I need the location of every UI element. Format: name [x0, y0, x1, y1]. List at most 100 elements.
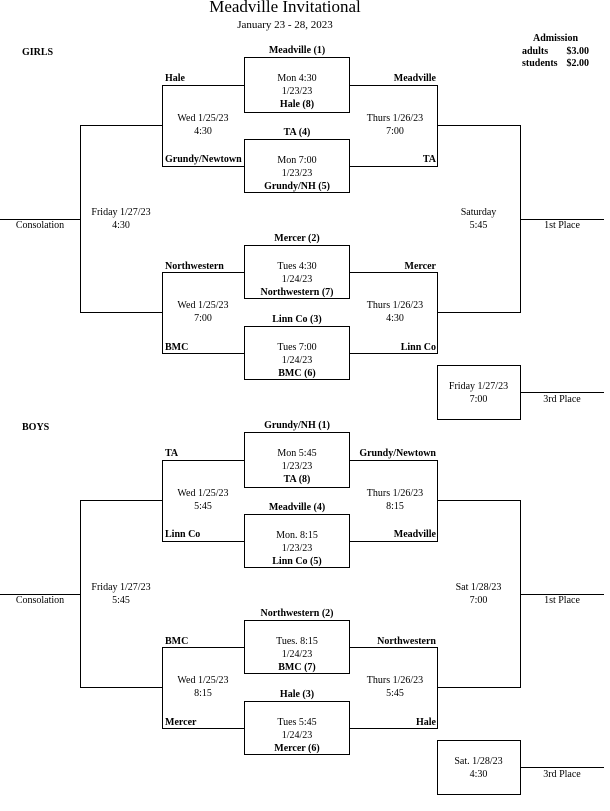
admission-row-students: students $2.00 — [522, 58, 589, 71]
seeded-team: BMC (7) — [278, 662, 316, 673]
advancing-team: Hale — [416, 717, 436, 728]
semi-time: 4:30 — [194, 126, 212, 137]
consolation-time: 5:45 — [112, 595, 130, 606]
game-box — [244, 701, 350, 755]
third-place-time: 7:00 — [469, 394, 488, 405]
consolation-label: Consolation — [15, 595, 65, 606]
semi-time: 5:45 — [386, 688, 404, 699]
game-box — [244, 620, 350, 674]
game-box — [244, 139, 350, 193]
seeded-team: Mercer (2) — [274, 233, 320, 244]
seeded-team: BMC (6) — [278, 368, 316, 379]
seeded-team: TA (8) — [283, 474, 311, 485]
event-dates: January 23 - 28, 2023 — [237, 19, 333, 31]
game-time: Tues 5:45 — [277, 717, 317, 728]
seeded-team: Meadville (4) — [268, 502, 326, 513]
advancing-team: Northwestern — [165, 261, 224, 272]
advancing-team: TA — [165, 448, 179, 459]
seeded-team: Meadville (1) — [268, 45, 326, 56]
seeded-team: Mercer (6) — [274, 743, 320, 754]
consolation-date: Friday 1/27/23 — [91, 582, 151, 593]
admission-price: $2.00 — [566, 58, 590, 69]
third-place-date: Friday 1/27/23 — [448, 381, 509, 392]
third-place-date: Sat. 1/28/23 — [454, 756, 503, 767]
game-date: 1/24/23 — [281, 274, 313, 285]
game-date: 1/23/23 — [281, 86, 313, 97]
section-label: GIRLS — [22, 47, 54, 58]
game-date: 1/23/23 — [281, 543, 313, 554]
semi-date: Thurs 1/26/23 — [366, 675, 424, 686]
advancing-team: BMC — [165, 342, 189, 353]
advancing-team: TA — [422, 154, 436, 165]
seeded-team: Hale (8) — [279, 99, 315, 110]
seeded-team: Grundy/NH (5) — [264, 181, 330, 192]
advancing-team: Grundy/Newtown — [165, 154, 242, 165]
advancing-team: BMC — [165, 636, 189, 647]
semi-time: 4:30 — [386, 313, 404, 324]
first-place-label: 1st Place — [544, 595, 580, 606]
admission-label: adults — [522, 45, 549, 57]
semi-date: Wed 1/25/23 — [177, 300, 229, 311]
game-date: 1/23/23 — [281, 461, 313, 472]
semi-time: 5:45 — [194, 501, 212, 512]
consolation-label: Consolation — [15, 220, 65, 231]
final-time: 7:00 — [469, 595, 488, 606]
advancing-team: Grundy/Newtown — [359, 448, 436, 459]
game-time: Mon 4:30 — [277, 73, 317, 84]
semi-time: 7:00 — [194, 313, 212, 324]
game-time: Mon 7:00 — [277, 155, 317, 166]
third-place-label: 3rd Place — [543, 394, 581, 405]
admission-box: Admission adults $3.00 students $2.00 — [522, 33, 589, 71]
final-date: Sat 1/28/23 — [455, 582, 502, 593]
semi-date: Thurs 1/26/23 — [366, 113, 424, 124]
final-time: 5:45 — [469, 220, 488, 231]
semi-date: Wed 1/25/23 — [177, 488, 229, 499]
advancing-team: Hale — [165, 73, 185, 84]
advancing-team: Meadville — [393, 73, 436, 84]
page-title: Meadville Invitational — [209, 0, 361, 16]
advancing-team: Mercer — [404, 261, 436, 272]
game-time: Tues 4:30 — [277, 261, 317, 272]
advancing-team: Linn Co — [400, 342, 436, 353]
semi-time: 8:15 — [386, 501, 404, 512]
final-date: Saturday — [460, 207, 497, 218]
advancing-team: Northwestern — [377, 636, 436, 647]
semi-time: 8:15 — [194, 688, 212, 699]
game-date: 1/23/23 — [281, 168, 313, 179]
section-label: BOYS — [22, 422, 50, 433]
game-time: Tues 7:00 — [277, 342, 317, 353]
game-time: Tues. 8:15 — [276, 636, 318, 647]
seeded-team: Hale (3) — [279, 689, 315, 700]
admission-heading: Admission — [532, 33, 578, 44]
seeded-team: Northwestern (2) — [260, 608, 334, 619]
seeded-team: Grundy/NH (1) — [264, 420, 330, 431]
admission-row-adults: adults $3.00 — [522, 46, 589, 59]
advancing-team: Mercer — [165, 717, 197, 728]
semi-date: Wed 1/25/23 — [177, 675, 229, 686]
game-time: Mon 5:45 — [277, 448, 317, 459]
first-place-label: 1st Place — [544, 220, 580, 231]
semi-date: Thurs 1/26/23 — [366, 300, 424, 311]
advancing-team: Meadville — [393, 529, 436, 540]
seeded-team: Linn Co (3) — [272, 314, 322, 325]
advancing-team: Linn Co — [165, 529, 201, 540]
third-place-time: 4:30 — [469, 769, 488, 780]
semi-time: 7:00 — [386, 126, 404, 137]
game-box — [244, 57, 350, 113]
game-box — [244, 326, 350, 380]
game-box — [244, 245, 350, 299]
game-date: 1/24/23 — [281, 730, 313, 741]
consolation-date: Friday 1/27/23 — [91, 207, 151, 218]
game-box — [244, 432, 350, 488]
game-date: 1/24/23 — [281, 355, 313, 366]
admission-price: $3.00 — [566, 45, 590, 57]
semi-date: Thurs 1/26/23 — [366, 488, 424, 499]
admission-label: students — [522, 58, 558, 69]
semi-date: Wed 1/25/23 — [177, 113, 229, 124]
game-date: 1/24/23 — [281, 649, 313, 660]
seeded-team: TA (4) — [283, 127, 311, 138]
third-place-label: 3rd Place — [543, 769, 581, 780]
seeded-team: Northwestern (7) — [260, 287, 334, 298]
seeded-team: Linn Co (5) — [272, 556, 322, 567]
